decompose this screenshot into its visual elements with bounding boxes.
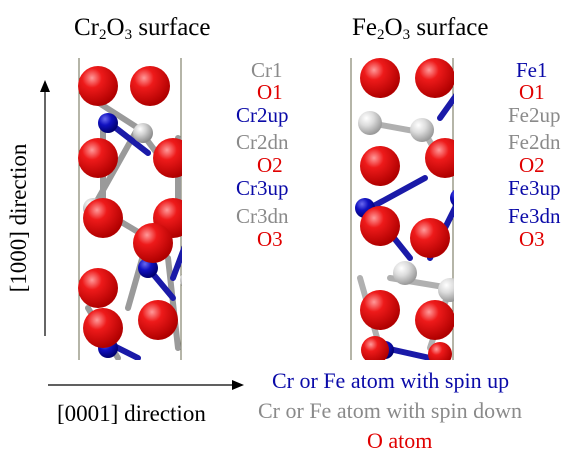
- legend-o-atom: O atom: [367, 428, 433, 453]
- fe-label-fe2dn: Fe2dn: [508, 130, 561, 154]
- horizontal-direction-label: [0001] direction: [57, 401, 206, 426]
- cr-label-cr3dn: Cr3dn: [236, 204, 289, 228]
- cr-label-cr2up: Cr2up: [236, 103, 289, 127]
- fe2o3-structure: [350, 58, 454, 360]
- fe-label-o3: O3: [519, 227, 545, 251]
- vertical-direction-label: [1000] direction: [6, 143, 31, 293]
- fe-label-o1: O1: [519, 80, 545, 104]
- cr2o3-structure: [78, 58, 182, 360]
- fe2o3-title: Fe2O3 surface: [352, 14, 489, 43]
- horizontal-direction-arrow: [48, 380, 244, 390]
- vertical-direction-arrow: [40, 80, 50, 336]
- fe-label-fe3up: Fe3up: [508, 176, 561, 200]
- fe-label-fe3dn: Fe3dn: [508, 204, 561, 228]
- cr-label-o1: O1: [257, 80, 283, 104]
- fe-label-fe1: Fe1: [516, 58, 548, 82]
- cr-label-o2: O2: [257, 153, 283, 177]
- cr-label-cr1: Cr1: [251, 58, 283, 82]
- cr2o3-title: Cr2O3 surface: [74, 14, 211, 43]
- fe-label-o2: O2: [519, 153, 545, 177]
- cr-label-cr2dn: Cr2dn: [236, 130, 289, 154]
- fe-label-fe2up: Fe2up: [508, 103, 561, 127]
- legend-spin-down: Cr or Fe atom with spin down: [258, 398, 522, 423]
- cr-label-cr3up: Cr3up: [236, 176, 289, 200]
- legend-spin-up: Cr or Fe atom with spin up: [272, 368, 510, 393]
- cr-label-o3: O3: [257, 227, 283, 251]
